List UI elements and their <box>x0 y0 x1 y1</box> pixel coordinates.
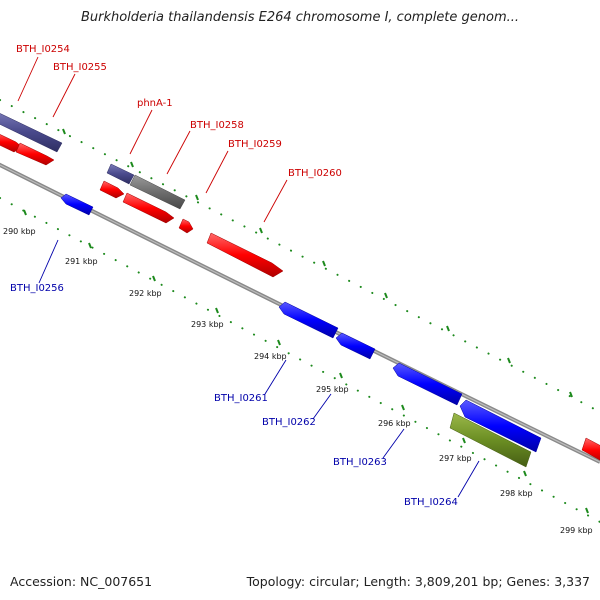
gene-feature-phna-1[interactable] <box>15 142 55 166</box>
tick-label: 299 kbp <box>560 526 593 535</box>
forward-gene-labels: BTH_I0254 BTH_I0255 phnA-1 BTH_I0258 BTH… <box>16 44 342 179</box>
gene-label-bth-i0255[interactable]: BTH_I0255 <box>53 62 107 73</box>
accession-value: NC_007651 <box>80 574 153 589</box>
gene-label-bth-i0258[interactable]: BTH_I0258 <box>190 120 244 131</box>
gene-label-bth-i0256[interactable]: BTH_I0256 <box>10 283 64 294</box>
gene-label-bth-i0264[interactable]: BTH_I0264 <box>404 497 458 508</box>
accession-info: Accession:NC_007651 <box>10 574 152 589</box>
gene-label-bth-i0260[interactable]: BTH_I0260 <box>288 168 342 179</box>
forward-strand-features <box>0 111 600 463</box>
gene-label-phna-1[interactable]: phnA-1 <box>137 98 173 109</box>
tick-label: 290 kbp <box>3 227 36 236</box>
gene-feature-red-edge[interactable] <box>581 437 600 463</box>
outer-scale-track <box>0 99 600 413</box>
gene-label-bth-i0263[interactable]: BTH_I0263 <box>333 457 387 468</box>
tick-label: 298 kbp <box>500 489 533 498</box>
reverse-strand-features <box>60 193 542 468</box>
gene-feature-bth-i0263[interactable] <box>392 362 463 406</box>
gene-feature-red-small[interactable] <box>99 180 125 199</box>
tick-label: 293 kbp <box>191 320 224 329</box>
gene-feature-bth-i0256[interactable] <box>60 193 94 216</box>
label-leader-lines <box>17 56 480 498</box>
gene-feature-bth-i0263b[interactable] <box>459 399 542 453</box>
accession-label: Accession: <box>10 574 77 589</box>
map-title: Burkholderia thailandensis E264 chromoso… <box>80 10 520 25</box>
tick-label: 295 kbp <box>316 385 349 394</box>
outer-major-ticks <box>62 128 573 398</box>
tick-label: 296 kbp <box>378 419 411 428</box>
gene-label-bth-i0254[interactable]: BTH_I0254 <box>16 44 70 55</box>
gene-feature-bth-i0264[interactable] <box>449 412 532 468</box>
gene-feature-bth-i0261[interactable] <box>278 301 339 339</box>
inner-major-ticks <box>23 209 589 514</box>
gene-feature-bth-i0254[interactable] <box>0 111 63 153</box>
gene-label-bth-i0259[interactable]: BTH_I0259 <box>228 139 282 150</box>
inner-scale-track <box>0 197 600 523</box>
scale-tick-labels: 290 kbp 291 kbp 292 kbp 293 kbp 294 kbp … <box>3 227 593 535</box>
genome-summary: Topology: circular; Length: 3,809,201 bp… <box>246 574 590 589</box>
tick-label: 291 kbp <box>65 257 98 266</box>
tick-label: 294 kbp <box>254 352 287 361</box>
gene-feature-purple-small[interactable] <box>106 163 135 185</box>
tick-label: 292 kbp <box>129 289 162 298</box>
gene-feature-red-tiny[interactable] <box>178 218 194 234</box>
tick-label: 297 kbp <box>439 454 472 463</box>
gene-feature-bth-i0262[interactable] <box>335 332 376 360</box>
gene-feature-bth-i0260[interactable] <box>206 232 284 278</box>
gene-label-bth-i0262[interactable]: BTH_I0262 <box>262 417 316 428</box>
gene-feature-bth-i0258[interactable] <box>129 174 186 210</box>
gene-label-bth-i0261[interactable]: BTH_I0261 <box>214 393 268 404</box>
reverse-gene-labels: BTH_I0256 BTH_I0261 BTH_I0262 BTH_I0263 … <box>10 283 458 508</box>
gene-feature-bth-i0259[interactable] <box>122 192 175 224</box>
